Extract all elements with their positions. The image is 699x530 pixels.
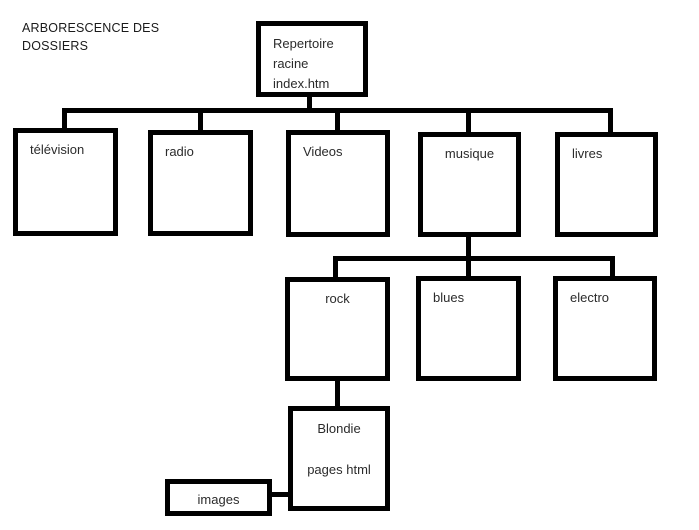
node-root[interactable]: Repertoire racine index.htm bbox=[256, 21, 368, 97]
edge-bus-to-radio bbox=[198, 108, 203, 132]
node-radio[interactable]: radio bbox=[148, 130, 253, 236]
edge-bus-level3 bbox=[333, 256, 615, 261]
node-blondie-line2: pages html bbox=[307, 462, 371, 477]
edge-bus-to-television bbox=[62, 108, 67, 130]
node-livres[interactable]: livres bbox=[555, 132, 658, 237]
node-livres-label: livres bbox=[572, 146, 603, 161]
node-musique[interactable]: musique bbox=[418, 132, 521, 237]
node-electro[interactable]: electro bbox=[553, 276, 657, 381]
edge-images-to-blondie bbox=[269, 492, 291, 497]
edge-bus-to-rock bbox=[333, 256, 338, 278]
edge-musique-stub bbox=[466, 235, 471, 259]
edge-bus-to-blues bbox=[466, 256, 471, 278]
edge-rock-to-blondie bbox=[335, 379, 340, 409]
node-root-line1: Repertoire bbox=[273, 36, 334, 51]
node-images-label: images bbox=[197, 492, 240, 507]
node-blondie[interactable]: Blondie pages html bbox=[288, 406, 390, 511]
node-television-label: télévision bbox=[30, 142, 85, 157]
node-root-line3: index.htm bbox=[273, 76, 330, 91]
node-blues[interactable]: blues bbox=[416, 276, 521, 381]
diagram-title: ARBORESCENCE DES DOSSIERS bbox=[22, 21, 160, 53]
node-root-line2: racine bbox=[273, 56, 309, 71]
node-images[interactable]: images bbox=[165, 479, 272, 516]
node-electro-label: electro bbox=[570, 290, 610, 305]
node-blondie-line1: Blondie bbox=[317, 421, 361, 436]
node-radio-label: radio bbox=[165, 144, 194, 159]
node-television[interactable]: télévision bbox=[13, 128, 118, 236]
edge-bus-to-videos bbox=[335, 108, 340, 132]
edge-bus-to-electro bbox=[610, 256, 615, 278]
edge-bus-to-livres bbox=[608, 108, 613, 134]
node-videos-label: Videos bbox=[303, 144, 343, 159]
edge-root-stub bbox=[307, 96, 312, 112]
node-blues-label: blues bbox=[433, 290, 465, 305]
node-musique-label: musique bbox=[444, 146, 495, 161]
edge-bus-to-musique bbox=[466, 108, 471, 134]
node-videos[interactable]: Videos bbox=[286, 130, 390, 237]
node-rock-label: rock bbox=[325, 291, 350, 306]
node-rock[interactable]: rock bbox=[285, 277, 390, 381]
